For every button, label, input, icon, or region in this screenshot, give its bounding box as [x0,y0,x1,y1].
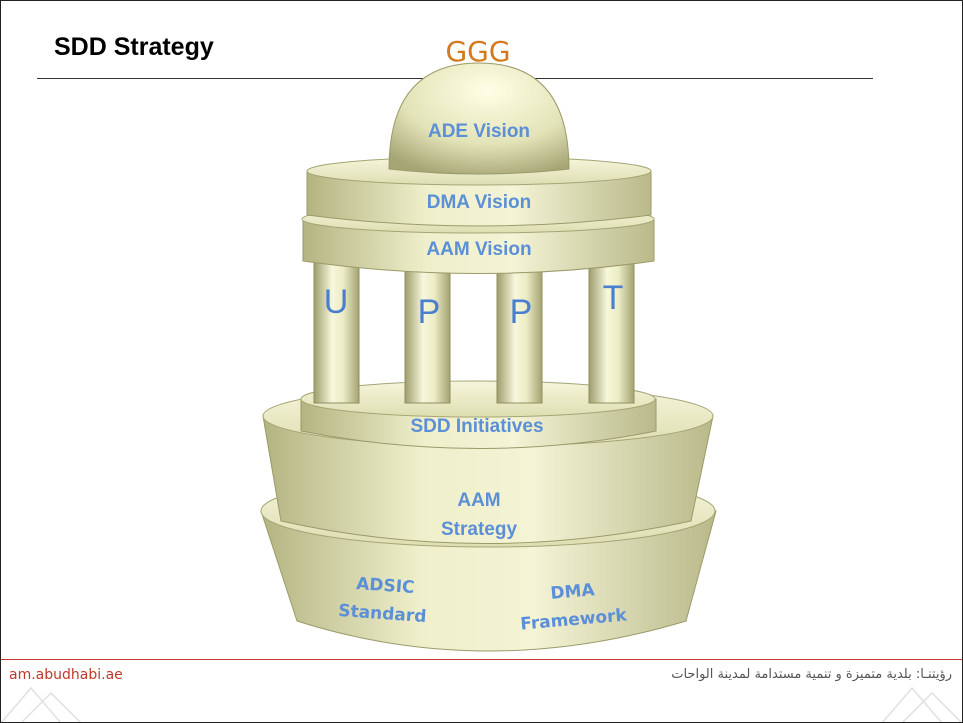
pillar-3 [496,262,543,404]
left-ornament-icon [1,686,82,722]
footer-website: am.abudhabi.ae [9,667,123,683]
dome-label: ADE Vision [428,121,530,142]
strategy-label-line2: Strategy [441,519,517,540]
apex-label: GGG [445,35,510,68]
pillar-2 [404,262,451,404]
ring-label-aam-vision: AAM Vision [426,239,531,260]
pillar-4 [588,254,635,404]
pillars: U P P T [313,254,635,404]
pillar-letter-3: P [510,293,533,331]
dome [388,62,570,175]
footer-motto: رؤيتنـا: بلدية متميزة و تنمية مستدامة لم… [671,667,952,682]
right-base-label-line1: DMA [550,580,597,604]
base-layer-initiatives [300,380,657,449]
right-ornament-icon [881,686,962,722]
initiatives-label: SDD Initiatives [410,416,543,437]
pillar-letter-2: P [418,293,441,331]
strategy-label-line1: AAM [457,490,500,511]
footer-divider [1,659,962,660]
pillar-letter-4: T [603,279,624,317]
left-base-label-line1: ADSIC [356,574,416,598]
ring-label-dma-vision: DMA Vision [427,192,532,213]
pillar-1 [313,254,360,404]
pillar-letter-1: U [324,283,349,321]
slide-title: SDD Strategy [54,33,214,61]
